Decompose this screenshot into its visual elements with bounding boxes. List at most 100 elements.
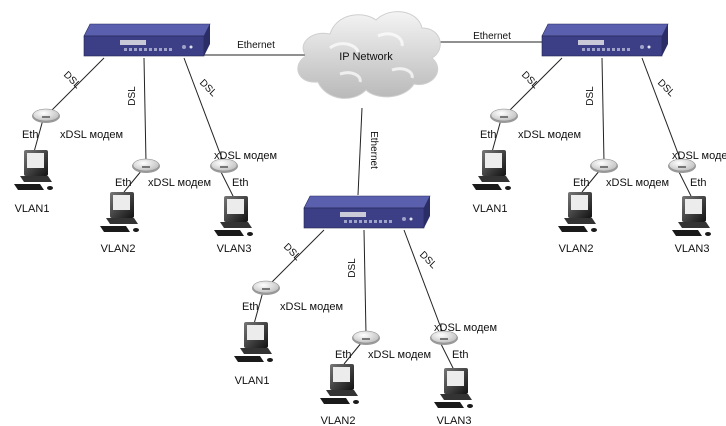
pc-keyboard bbox=[558, 226, 588, 232]
switch-top bbox=[303, 195, 431, 209]
switch-port-led bbox=[622, 48, 625, 51]
eth-label-3: Eth bbox=[232, 177, 249, 189]
pc-screen bbox=[227, 199, 244, 214]
eth-link-3 bbox=[219, 169, 235, 199]
ip-network-cloud: IP Network bbox=[297, 11, 441, 99]
switch-display bbox=[578, 40, 604, 45]
dsl-link-3 bbox=[403, 229, 445, 337]
xdsl-modem bbox=[252, 280, 280, 295]
dsl-label-2: DSL bbox=[347, 258, 358, 278]
switch-port-led bbox=[612, 48, 615, 51]
switch-port-led bbox=[149, 48, 152, 51]
modem-label-3: xDSL модем bbox=[672, 150, 726, 162]
modem-leds bbox=[678, 166, 686, 168]
pc-base bbox=[220, 222, 252, 228]
modem-label-1: xDSL модем bbox=[518, 129, 581, 141]
switch-port-led bbox=[154, 48, 157, 51]
pc-screen bbox=[685, 199, 702, 214]
modem-body bbox=[490, 108, 518, 122]
pc-screen bbox=[113, 195, 130, 210]
modem-label-2: xDSL модем bbox=[368, 349, 431, 361]
pc-workstation bbox=[558, 192, 597, 232]
switch-port-led bbox=[159, 48, 162, 51]
switch-side bbox=[204, 24, 210, 56]
pc-keyboard bbox=[100, 226, 130, 232]
pc-keyboard bbox=[434, 402, 464, 408]
eth-label-2: Eth bbox=[115, 177, 132, 189]
eth-label-2: Eth bbox=[335, 349, 352, 361]
vlan-label-1: VLAN1 bbox=[473, 203, 508, 215]
pc-base bbox=[564, 218, 596, 224]
pc-screen bbox=[571, 195, 588, 210]
modem-body bbox=[668, 158, 696, 172]
switch-port-led bbox=[379, 220, 382, 223]
dsl-link-2 bbox=[601, 57, 605, 163]
switch-port-led bbox=[144, 48, 147, 51]
switch-port-led bbox=[592, 48, 595, 51]
vlan-label-3: VLAN3 bbox=[437, 415, 472, 426]
dsl-link-3 bbox=[183, 57, 225, 165]
ethernet-links bbox=[200, 41, 543, 196]
pc-keyboard bbox=[672, 230, 702, 236]
dsl-label-3: DSL bbox=[417, 249, 439, 271]
dsl-label-3: DSL bbox=[197, 77, 219, 99]
xdsl-modem bbox=[32, 108, 60, 123]
switch-port-led bbox=[349, 220, 352, 223]
switch-port-led bbox=[597, 48, 600, 51]
switch-power-led bbox=[402, 217, 406, 221]
switch-port-led bbox=[627, 48, 630, 51]
switch-device bbox=[83, 23, 211, 57]
dsl-label-1: DSL bbox=[281, 241, 303, 263]
pc-base bbox=[326, 390, 358, 396]
xdsl-modem bbox=[668, 158, 696, 173]
pc-workstation bbox=[234, 322, 273, 362]
pc-workstation bbox=[434, 368, 473, 408]
switch-port-led bbox=[374, 220, 377, 223]
switch-display bbox=[340, 212, 366, 217]
switch-port-led bbox=[134, 48, 137, 51]
vlan-label-2: VLAN2 bbox=[321, 415, 356, 426]
pc-screen bbox=[447, 371, 464, 386]
dsl-link-1 bbox=[507, 57, 563, 113]
modem-body bbox=[590, 158, 618, 172]
switch-front bbox=[541, 35, 663, 57]
pc-workstation bbox=[472, 150, 511, 190]
xdsl-modem bbox=[352, 330, 380, 345]
vlan-label-1: VLAN1 bbox=[15, 203, 50, 215]
modem-body bbox=[352, 330, 380, 344]
modem-label-2: xDSL модем bbox=[148, 177, 211, 189]
pc-base bbox=[20, 176, 52, 182]
modem-leds bbox=[262, 288, 270, 290]
pc-workstation bbox=[14, 150, 53, 190]
switch-port-led bbox=[582, 48, 585, 51]
switch-top bbox=[541, 23, 669, 37]
eth-link-2 bbox=[123, 169, 143, 193]
pc-mouse bbox=[133, 228, 139, 232]
switch-port-led bbox=[124, 48, 127, 51]
switch-port-led bbox=[129, 48, 132, 51]
pc-base bbox=[440, 394, 472, 400]
switch-front bbox=[83, 35, 205, 57]
switch-port-led bbox=[354, 220, 357, 223]
modem-leds bbox=[362, 338, 370, 340]
switch-top bbox=[83, 23, 211, 37]
vlan-label-2: VLAN2 bbox=[101, 243, 136, 255]
pc-screen bbox=[485, 153, 502, 168]
ethernet-label-right: Ethernet bbox=[473, 31, 511, 42]
modem-body bbox=[32, 108, 60, 122]
switch-port-led bbox=[617, 48, 620, 51]
pc-screen bbox=[247, 325, 264, 340]
pc-mouse bbox=[505, 186, 511, 190]
switch-power-led bbox=[640, 45, 644, 49]
pc-base bbox=[478, 176, 510, 182]
switch-port-led bbox=[384, 220, 387, 223]
pc-mouse bbox=[247, 232, 253, 236]
xdsl-modem bbox=[210, 158, 238, 173]
pc-screen bbox=[27, 153, 44, 168]
modem-label-1: xDSL модем bbox=[60, 129, 123, 141]
modem-leds bbox=[142, 166, 150, 168]
pc-workstation bbox=[214, 196, 253, 236]
switch-device bbox=[303, 195, 431, 229]
modem-leds bbox=[500, 116, 508, 118]
